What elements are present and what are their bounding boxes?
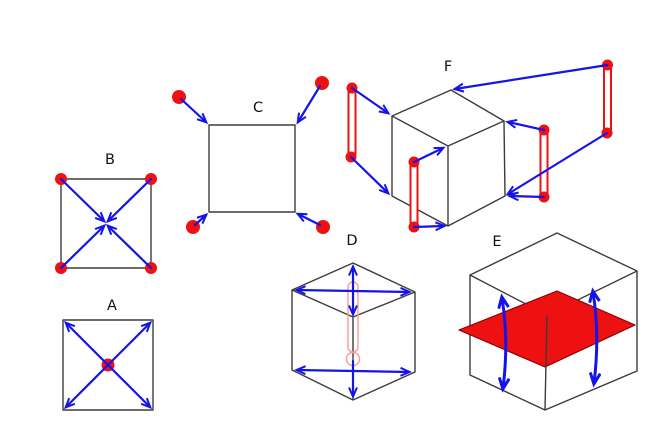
outward-arrow bbox=[63, 320, 110, 367]
panel-b-label: B bbox=[105, 152, 115, 168]
top-face-horizontal-arrows bbox=[294, 285, 412, 297]
vertex-arrow bbox=[452, 63, 609, 93]
vertex-arrow bbox=[412, 221, 447, 232]
outward-arrow bbox=[63, 363, 110, 410]
panel-d-label: D bbox=[346, 233, 357, 249]
inward-arrow bbox=[105, 223, 153, 270]
vertical-double-arrow bbox=[502, 298, 506, 388]
outer-point bbox=[316, 220, 330, 234]
panel-c: C bbox=[172, 76, 330, 234]
cube-side-edges bbox=[391, 116, 506, 227]
panel-f-label: F bbox=[444, 59, 452, 75]
panel-e-label: E bbox=[492, 234, 501, 250]
inward-arrow bbox=[59, 177, 107, 224]
vertex-arrow bbox=[412, 146, 446, 164]
periodic-bar bbox=[603, 64, 612, 134]
square-outline bbox=[208, 124, 296, 213]
outward-arrow bbox=[106, 363, 153, 410]
vertex-arrow bbox=[507, 191, 546, 202]
inward-arrow bbox=[59, 223, 107, 270]
cube-top-face bbox=[391, 89, 505, 147]
periodic-bar bbox=[347, 87, 357, 158]
corner-arrow bbox=[179, 97, 209, 125]
panel-c-label: C bbox=[253, 100, 263, 116]
panel-f: F bbox=[345, 59, 613, 233]
corner-arrow bbox=[193, 213, 209, 227]
inward-arrow bbox=[105, 177, 153, 224]
vertex-arrow bbox=[505, 118, 546, 132]
periodic-bar bbox=[409, 161, 419, 228]
square-outline bbox=[60, 178, 152, 269]
panel-b: B bbox=[55, 152, 157, 274]
outward-arrow bbox=[106, 320, 153, 367]
vertex-arrow bbox=[349, 155, 391, 196]
periodic-bar bbox=[539, 129, 549, 198]
square-outline bbox=[62, 319, 154, 411]
panel-d: D bbox=[291, 233, 416, 401]
corner-arrow bbox=[296, 84, 322, 125]
vertex-arrow bbox=[505, 131, 609, 196]
vertex-arrow bbox=[350, 86, 391, 115]
corner-arrow bbox=[295, 212, 322, 227]
vertical-double-arrow bbox=[593, 292, 597, 383]
box-front-edge bbox=[544, 314, 548, 411]
panel-a: A bbox=[62, 298, 154, 411]
panel-a-label: A bbox=[107, 298, 117, 314]
outer-point bbox=[315, 76, 329, 90]
panel-e: E bbox=[458, 232, 638, 411]
